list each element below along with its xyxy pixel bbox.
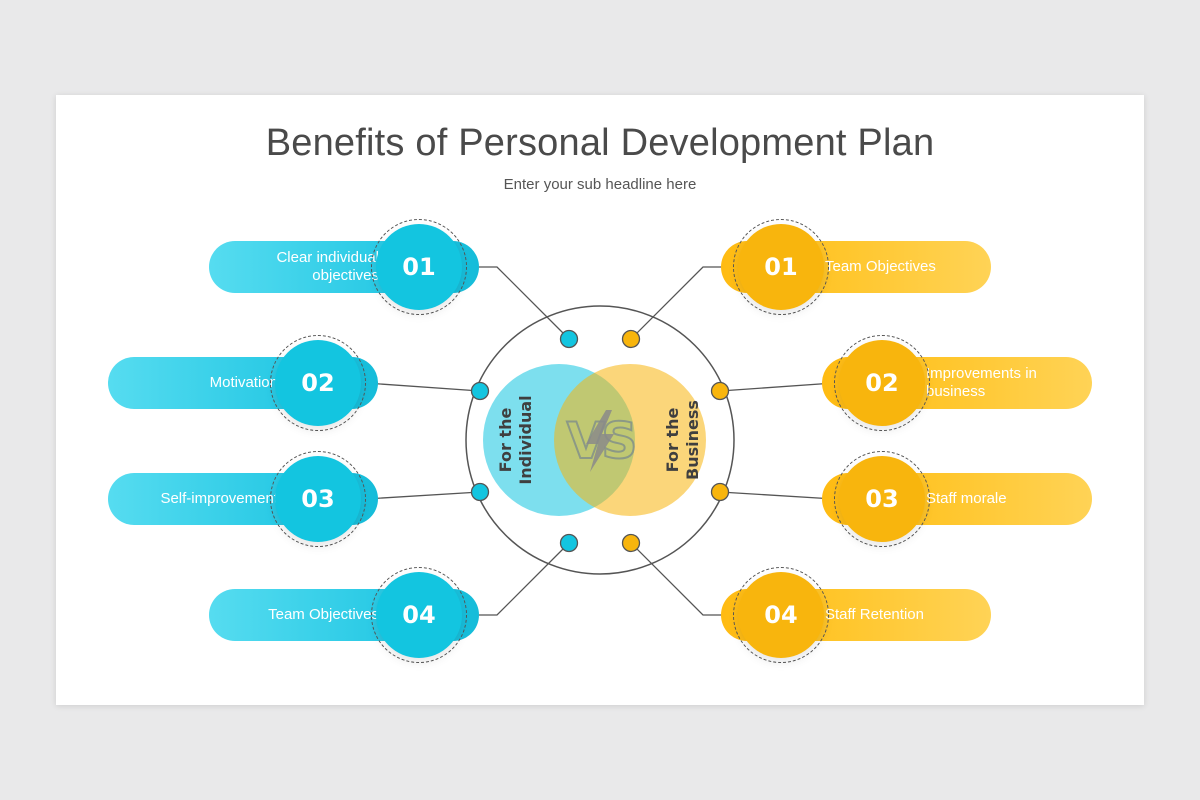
business-item-02-label-line2: business	[926, 383, 986, 400]
dot-business-01	[621, 329, 641, 349]
dot-business-02	[710, 381, 730, 401]
dot-individual-01	[559, 329, 579, 349]
individual-item-04-ring	[371, 567, 467, 663]
individual-item-01-label-line2: objectives	[312, 267, 379, 284]
page-subtitle: Enter your sub headline here	[503, 176, 697, 193]
individual-item-02-label: Motivation	[209, 374, 278, 391]
business-item-04-ring	[733, 567, 829, 663]
connector-business-01	[630, 266, 734, 340]
business-item-03-badge: 03	[839, 456, 925, 542]
connector-business-04	[630, 542, 734, 616]
business-item-02-label: Improvements in	[926, 365, 1037, 382]
individual-item-01-label: Clear individual	[276, 249, 379, 266]
dot-individual-03	[470, 482, 490, 502]
page-title: Benefits of Personal Development Plan	[265, 122, 935, 164]
individual-item-02-ring	[270, 335, 366, 431]
business-item-04-badge: 04	[738, 572, 824, 658]
connector-individual-01	[466, 266, 570, 340]
business-item-03-label: Staff morale	[926, 490, 1007, 507]
business-item-04-label: Staff Retention	[825, 606, 924, 623]
business-item-02-ring	[834, 335, 930, 431]
venn-circle-business	[554, 364, 706, 516]
individual-item-01-ring	[371, 219, 467, 315]
outer-ring	[465, 305, 735, 575]
individual-item-04-label: Team Objectives	[268, 606, 379, 623]
venn-label-individual: For the Individual	[496, 395, 535, 485]
business-item-01-ring	[733, 219, 829, 315]
business-item-01-badge: 01	[738, 224, 824, 310]
individual-item-03-label: Self-improvement	[160, 490, 278, 507]
individual-item-02-badge: 02	[275, 340, 361, 426]
connector-individual-04	[466, 542, 570, 616]
individual-item-03-badge: 03	[275, 456, 361, 542]
individual-item-03-ring	[270, 451, 366, 547]
connector-business-02	[719, 382, 835, 392]
dot-individual-02	[470, 381, 490, 401]
business-item-02-badge: 02	[839, 340, 925, 426]
individual-item-01-badge: 01	[376, 224, 462, 310]
lightning-icon	[586, 410, 614, 472]
venn-label-business: For the Business	[663, 400, 702, 480]
connector-individual-02	[365, 382, 481, 392]
dot-business-04	[621, 533, 641, 553]
vs-icon: VS	[566, 410, 639, 472]
dot-individual-04	[559, 533, 579, 553]
business-item-03-ring	[834, 451, 930, 547]
dot-business-03	[710, 482, 730, 502]
connector-business-03	[719, 491, 835, 500]
connector-individual-03	[365, 491, 481, 500]
individual-item-04-badge: 04	[376, 572, 462, 658]
business-item-01-label: Team Objectives	[825, 258, 936, 275]
